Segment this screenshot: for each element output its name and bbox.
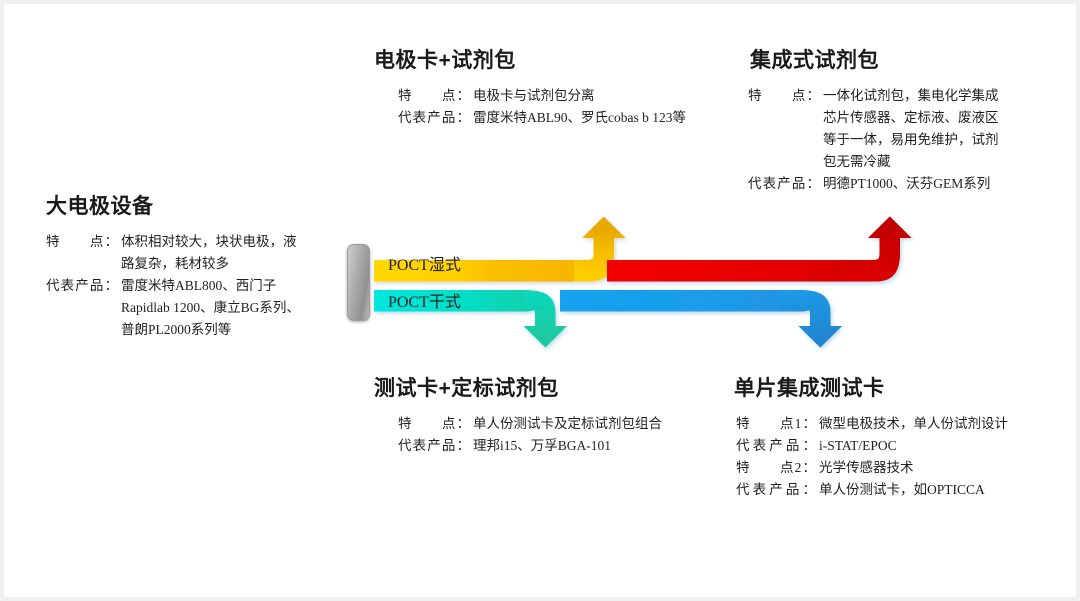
slide-inner: POCT湿式 POCT干式 大电极设备 特 点： 体积相对较大，块状电极，液 路… <box>4 4 1076 597</box>
row-line: 理邦i15、万孚BGA-101 <box>473 438 611 454</box>
block-test-card-title: 测试卡+定标试剂包 <box>374 377 559 400</box>
block-electrode-card: 电极卡+试剂包 特 点： 电极卡与试剂包分离 代表产品： 雷度米特ABL90、罗… <box>370 48 750 129</box>
row-label: 特 点： <box>398 416 470 432</box>
row-label: 代表产品： <box>748 175 820 191</box>
block-single-chip-card-rows: 特 点1： 微型电极技术，单人份试剂设计 代表产品： i-STAT/EPOC 特… <box>728 413 1068 500</box>
row-value: 明德PT1000、沃芬GEM系列 <box>820 173 1074 195</box>
row-feature-2: 特 点2： 光学传感器技术 <box>736 457 1068 479</box>
row-value: 体积相对较大，块状电极，液 路复杂，耗材较多 <box>118 231 326 275</box>
row-line: 微型电极技术，单人份试剂设计 <box>819 416 1008 432</box>
row-value: 微型电极技术，单人份试剂设计 <box>816 413 1068 435</box>
row-label: 特 点： <box>398 88 470 104</box>
row-label: 特 点： <box>46 234 118 250</box>
row-line: 光学传感器技术 <box>819 459 914 475</box>
block-electrode-card-rows: 特 点： 电极卡与试剂包分离 代表产品： 雷度米特ABL90、罗氏cobas b… <box>370 85 750 129</box>
block-single-chip-card-title: 单片集成测试卡 <box>734 377 885 400</box>
row-line: 路复杂，耗材较多 <box>121 256 229 272</box>
block-single-chip-card: 单片集成测试卡 特 点1： 微型电极技术，单人份试剂设计 代表产品： i-STA… <box>728 376 1068 501</box>
row-value: i-STAT/EPOC <box>816 435 1068 457</box>
row-products: 代表产品： 雷度米特ABL90、罗氏cobas b 123等 <box>398 107 750 129</box>
row-products: 代表产品： 理邦i15、万孚BGA-101 <box>398 435 750 457</box>
row-line: 电极卡与试剂包分离 <box>473 88 595 104</box>
row-value: 电极卡与试剂包分离 <box>470 85 750 107</box>
row-products: 代表产品： 明德PT1000、沃芬GEM系列 <box>748 173 1074 195</box>
block-integrated-pack-title: 集成式试剂包 <box>750 49 879 72</box>
row-products-1: 代表产品： i-STAT/EPOC <box>736 435 1068 457</box>
block-big-electrode-rows: 特 点： 体积相对较大，块状电极，液 路复杂，耗材较多 代表产品： 雷度米特AB… <box>26 231 326 340</box>
row-value: 理邦i15、万孚BGA-101 <box>470 435 750 457</box>
block-test-card: 测试卡+定标试剂包 特 点： 单人份测试卡及定标试剂包组合 代表产品： 理邦i1… <box>370 376 750 457</box>
row-value: 雷度米特ABL90、罗氏cobas b 123等 <box>470 107 750 129</box>
row-line: 普朗PL2000系列等 <box>121 321 232 337</box>
row-line: 雷度米特ABL90、罗氏cobas b 123等 <box>473 110 686 126</box>
pipe-label-wet: POCT湿式 <box>388 257 461 274</box>
arrow-dry-blue <box>560 290 842 348</box>
block-integrated-pack-rows: 特 点： 一体化试剂包，集电化学集成 芯片传感器、定标液、废液区 等于一体，易用… <box>744 85 1074 194</box>
row-label: 代表产品： <box>736 481 816 497</box>
row-line: i-STAT/EPOC <box>819 438 897 454</box>
row-label: 特 点： <box>748 88 820 104</box>
source-capsule <box>347 244 370 321</box>
row-line: 体积相对较大，块状电极，液 <box>121 234 297 250</box>
row-label: 代表产品： <box>398 438 470 454</box>
row-value: 光学传感器技术 <box>816 457 1068 479</box>
row-products: 代表产品： 雷度米特ABL800、西门子 Rapidlab 1200、康立BG系… <box>46 275 326 341</box>
row-value: 单人份测试卡，如OPTICCA <box>816 479 1068 501</box>
row-line: 单人份测试卡及定标试剂包组合 <box>473 416 662 432</box>
row-feature-1: 特 点1： 微型电极技术，单人份试剂设计 <box>736 413 1068 435</box>
row-line: 等于一体，易用免维护，试剂 <box>823 131 999 147</box>
row-value: 一体化试剂包，集电化学集成 芯片传感器、定标液、废液区 等于一体，易用免维护，试… <box>820 85 1074 172</box>
row-line: 单人份测试卡，如OPTICCA <box>819 481 985 497</box>
row-value: 单人份测试卡及定标试剂包组合 <box>470 413 750 435</box>
row-line: 芯片传感器、定标液、废液区 <box>823 110 999 126</box>
block-integrated-pack: 集成式试剂包 特 点： 一体化试剂包，集电化学集成 芯片传感器、定标液、废液区 … <box>744 48 1074 194</box>
block-test-card-rows: 特 点： 单人份测试卡及定标试剂包组合 代表产品： 理邦i15、万孚BGA-10… <box>370 413 750 457</box>
arrow-wet-red <box>607 216 912 282</box>
block-big-electrode: 大电极设备 特 点： 体积相对较大，块状电极，液 路复杂，耗材较多 代表产品： … <box>26 194 326 340</box>
row-label: 代表产品： <box>398 110 470 126</box>
row-label: 特 点1： <box>736 416 816 432</box>
row-label: 代表产品： <box>736 438 816 454</box>
row-feature: 特 点： 一体化试剂包，集电化学集成 芯片传感器、定标液、废液区 等于一体，易用… <box>748 85 1074 172</box>
row-products-2: 代表产品： 单人份测试卡，如OPTICCA <box>736 479 1068 501</box>
row-value: 雷度米特ABL800、西门子 Rapidlab 1200、康立BG系列、 普朗P… <box>118 275 326 341</box>
row-feature: 特 点： 单人份测试卡及定标试剂包组合 <box>398 413 750 435</box>
row-label: 代表产品： <box>46 277 118 293</box>
block-electrode-card-title: 电极卡+试剂包 <box>374 49 516 72</box>
arrow-blue-down-to-single-chip-card <box>560 290 842 348</box>
row-feature: 特 点： 体积相对较大，块状电极，液 路复杂，耗材较多 <box>46 231 326 275</box>
pipe-label-dry: POCT干式 <box>388 294 461 311</box>
arrow-red-up-to-integrated-pack <box>607 216 912 282</box>
row-line: 包无需冷藏 <box>823 153 891 169</box>
row-line: 一体化试剂包，集电化学集成 <box>823 88 999 104</box>
row-feature: 特 点： 电极卡与试剂包分离 <box>398 85 750 107</box>
row-label: 特 点2： <box>736 459 816 475</box>
row-line: Rapidlab 1200、康立BG系列、 <box>121 299 300 315</box>
row-line: 雷度米特ABL800、西门子 <box>121 277 277 293</box>
row-line: 明德PT1000、沃芬GEM系列 <box>823 175 991 191</box>
block-big-electrode-title: 大电极设备 <box>46 195 154 218</box>
